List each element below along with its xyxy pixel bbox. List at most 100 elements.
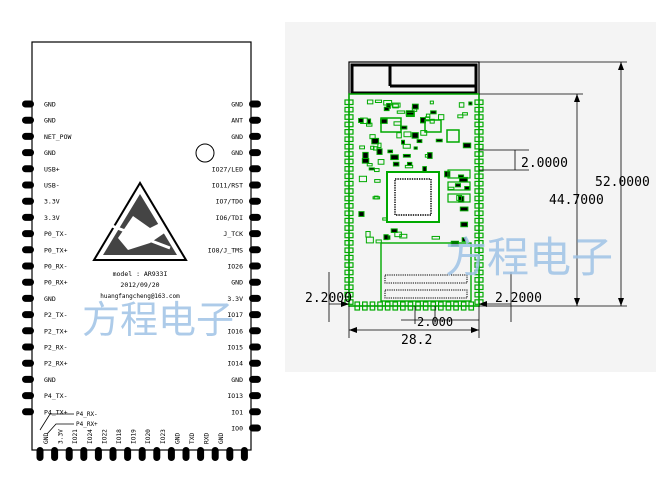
right-pin-pad [249,327,261,335]
bottom-pin-pad [167,447,175,461]
p4-rx-leader-line [39,413,74,431]
left-pin-label: P2_RX- [44,344,67,352]
left-pin-label: GND [44,295,56,303]
dim-right-margin-label: 2.2000 [495,291,542,306]
bottom-pin-label: IO22 [101,429,108,444]
left-pin-label: P4_TX- [44,392,67,400]
left-pin-pad [22,294,34,302]
p4-rx-leader-line-2 [46,423,74,435]
left-pin-label: GND [44,149,56,157]
bottom-pin-label: TXD [189,433,196,444]
pcb-footprint-diagram: 52.0000 44.7000 2.0000 28.2 2.2000 2.200… [285,22,656,372]
right-pin-pad [249,311,261,319]
bottom-pin-label: IO20 [145,429,152,444]
left-pin-label: P0_RX+ [44,279,68,287]
left-pin-pad [22,408,34,416]
right-pin-pad [249,294,261,302]
module-pinout-diagram: model : AR933I 2012/09/20 huangfangcheng… [22,41,261,461]
right-pin-pad [249,246,261,254]
bottom-pin-label: 3.3V [58,429,65,444]
bottom-pin-pad [182,447,190,461]
left-pin-label: P0_TX- [44,230,67,238]
bottom-pin-pad [211,447,219,461]
right-pin-pad [249,343,261,351]
bottom-pin-label: RXD [204,433,211,444]
bottom-pin-pad [240,447,248,461]
right-pin-pad [249,408,261,416]
right-pin-pad [249,132,261,140]
left-pin-pad [22,246,34,254]
bottom-pin-pad [94,447,102,461]
left-pin-label: USB+ [44,165,60,173]
bottom-pin-label: IO21 [72,429,79,444]
esd-warning-icon [92,181,188,261]
left-pin-pad [22,165,34,173]
right-pin-pad [249,392,261,400]
left-pin-label: P2_RX+ [44,360,68,368]
right-pin-label: IO11/RST [212,182,243,190]
mounting-hole [195,143,215,163]
right-pin-pad [249,100,261,108]
right-pin-label: IO13 [227,392,243,400]
left-pin-label: 3.3V [44,214,60,222]
right-pin-pad [249,262,261,270]
left-pin-label: 3.3V [44,198,60,206]
dim-inner-height-label: 44.7000 [549,193,604,208]
bottom-pin-pad [36,447,44,461]
bottom-pin-pad [124,447,132,461]
dim-height-label: 52.0000 [595,175,650,190]
right-pin-label: IO15 [227,344,243,352]
right-pin-label: J_TCK [223,230,243,238]
watermark-left: 方程电子 [82,298,234,342]
left-pin-label: P0_TX+ [44,246,68,254]
left-pin-label: NET_POW [44,133,71,141]
left-pin-pad [22,100,34,108]
right-pin-label: GND [231,149,243,157]
module-model-text: model : AR933I [113,270,168,278]
bottom-pin-label: GND [174,433,181,444]
right-pin-label: ANT [231,117,243,125]
right-pin-pad [249,213,261,221]
dim-top-offset-label: 2.0000 [521,156,568,171]
right-pin-label: GND [231,376,243,384]
left-pin-label: GND [44,117,56,125]
bottom-pin-label: IO24 [87,429,94,444]
right-pin-pad [249,359,261,367]
bottom-pin-pad [226,447,234,461]
left-pin-pad [22,116,34,124]
left-pin-pad [22,132,34,140]
watermark-right: 方程电子 [445,233,613,282]
left-pin-pad [22,311,34,319]
right-pin-label: IO14 [227,360,243,368]
right-pin-label: IO8/J_TMS [208,246,243,254]
right-pin-label: IO26 [227,263,243,271]
bottom-pin-label: GND [43,433,50,444]
dimension-lines [328,61,627,338]
bottom-pin-label: IO19 [131,429,138,444]
right-pin-pad [249,181,261,189]
left-pin-pad [22,343,34,351]
right-pin-pad [249,424,261,432]
left-pin-pad [22,230,34,238]
right-pin-label: GND [231,279,243,287]
bottom-pin-pad [153,447,161,461]
bottom-pin-label: IO23 [160,429,167,444]
left-pin-label: GND [44,376,56,384]
left-pin-pad [22,181,34,189]
right-pin-label: GND [231,133,243,141]
right-pin-label: IO7/TDO [216,198,243,206]
bottom-pin-pad [197,447,205,461]
p4-rx-minus-label: P4_RX- [76,411,98,418]
right-pin-label: 3.3V [227,295,243,303]
right-pin-pad [249,375,261,383]
left-pin-pad [22,213,34,221]
left-pin-pad [22,327,34,335]
bottom-pin-pad [51,447,59,461]
bottom-pin-pad [138,447,146,461]
left-pin-label: P4_TX+ [44,408,68,416]
left-pin-pad [22,359,34,367]
dim-bottom-pitch-label: 2.000 [417,315,453,329]
right-pin-label: IO17 [227,311,243,319]
right-pin-column: GNDANTGNDGNDIO27/LEDIO11/RSTIO7/TDOIO6/T… [208,100,261,433]
